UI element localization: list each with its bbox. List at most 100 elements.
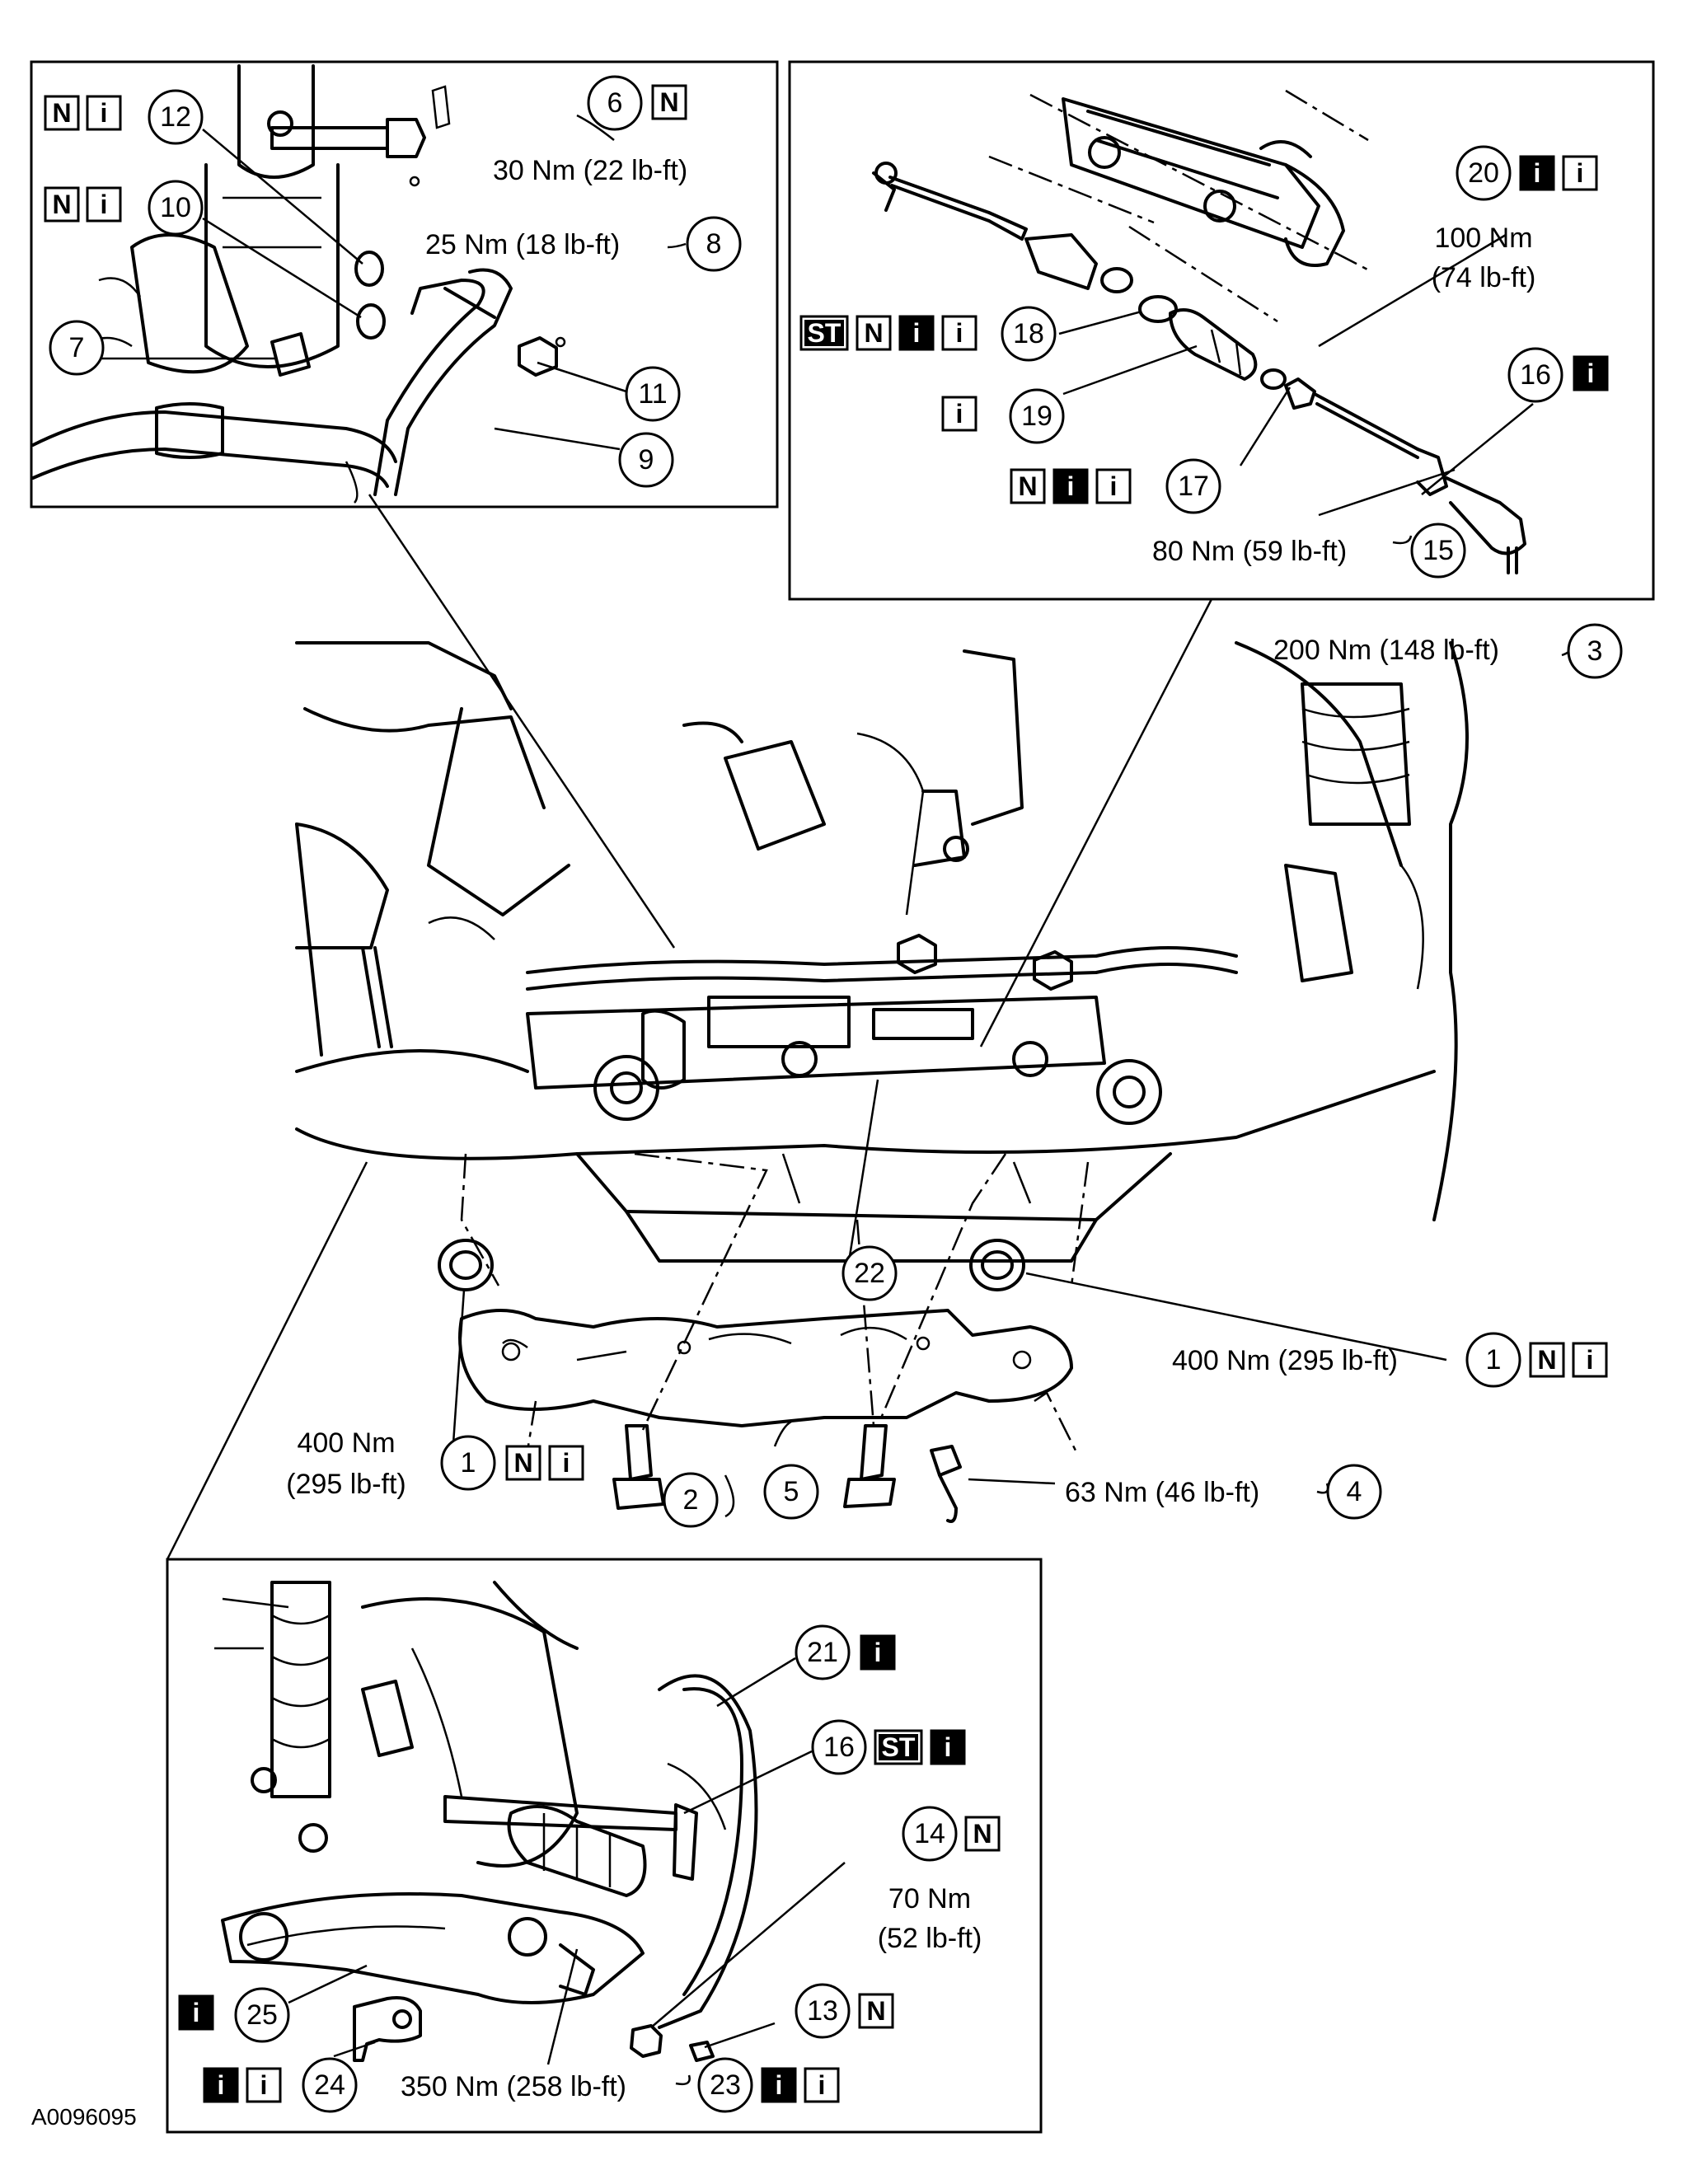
legend-16-bottom-symbols: ST i: [874, 1729, 966, 1765]
callout-1-right: 1: [1465, 1332, 1521, 1388]
callout-8: 8: [686, 216, 742, 272]
svg-text:N: N: [1537, 1345, 1556, 1375]
exploded-lower-parts-art: [438, 1152, 1090, 1523]
svg-text:i: i: [956, 399, 963, 429]
svg-text:1: 1: [1486, 1344, 1502, 1376]
legend-1-left-symbols: N i: [505, 1445, 584, 1481]
svg-text:16: 16: [1520, 359, 1551, 391]
callout-12: 12: [148, 89, 204, 145]
svg-text:ST: ST: [808, 318, 842, 348]
svg-text:16: 16: [823, 1732, 855, 1763]
callout-14: 14: [902, 1806, 958, 1862]
svg-text:i: i: [945, 1732, 952, 1762]
svg-text:i: i: [1110, 471, 1118, 501]
callout-11: 11: [625, 366, 681, 422]
callout-1-left: 1: [440, 1435, 496, 1491]
svg-text:23: 23: [710, 2069, 741, 2101]
svg-text:14: 14: [914, 1818, 945, 1849]
svg-text:N: N: [866, 1996, 885, 2026]
svg-text:i: i: [1587, 1345, 1594, 1375]
svg-text:i: i: [913, 318, 921, 348]
callout-22: 22: [842, 1245, 898, 1301]
legend-14-symbols: N: [964, 1816, 1001, 1852]
svg-text:19: 19: [1021, 401, 1052, 432]
svg-text:i: i: [776, 2070, 783, 2100]
svg-text:N: N: [52, 98, 71, 128]
svg-text:24: 24: [314, 2069, 345, 2101]
detail-frame-top-left: [30, 60, 779, 509]
svg-text:17: 17: [1178, 471, 1209, 502]
connector-line-bottom: [166, 1161, 368, 1560]
svg-text:N: N: [973, 1819, 992, 1849]
detail-frame-bottom: [166, 1558, 1043, 2134]
svg-text:N: N: [513, 1448, 532, 1478]
torque-label-1-left-line1: 400 Nm: [297, 1427, 395, 1459]
legend-16-top-symbols: i: [1573, 355, 1609, 391]
svg-text:i: i: [1067, 471, 1075, 501]
svg-text:9: 9: [639, 444, 654, 476]
legend-23-symbols: i i: [761, 2067, 840, 2103]
svg-text:i: i: [260, 2070, 268, 2100]
torque-label-20-line1: 100 Nm: [1434, 223, 1532, 254]
svg-text:i: i: [1587, 359, 1595, 388]
legend-1-right-symbols: N i: [1529, 1342, 1608, 1378]
leaders-bottom: [288, 1657, 846, 2086]
svg-text:3: 3: [1587, 635, 1603, 667]
svg-text:2: 2: [683, 1484, 699, 1516]
leaders-top-left: [97, 114, 687, 451]
svg-text:i: i: [874, 1638, 882, 1667]
torque-label-1-right: 400 Nm (295 lb-ft): [1172, 1345, 1398, 1376]
svg-text:20: 20: [1468, 157, 1499, 189]
callout-18: 18: [1001, 306, 1057, 362]
connector-line-top-left: [368, 494, 676, 949]
svg-text:13: 13: [807, 1995, 838, 2027]
torque-label-4: 63 Nm (46 lb-ft): [1065, 1477, 1259, 1508]
legend-6-symbols: N: [651, 84, 687, 120]
callout-19: 19: [1009, 388, 1065, 444]
svg-text:22: 22: [854, 1258, 885, 1289]
legend-17-symbols: N i i: [1010, 468, 1132, 504]
torque-label-3: 200 Nm (148 lb-ft): [1273, 635, 1499, 666]
svg-text:ST: ST: [882, 1732, 916, 1762]
callout-2: 2: [663, 1472, 719, 1528]
stabilizer-bar-link-detail-art: [31, 64, 566, 504]
torque-label-15: 80 Nm (59 lb-ft): [1152, 536, 1347, 567]
svg-text:i: i: [101, 98, 108, 128]
svg-text:i: i: [101, 190, 108, 219]
svg-text:11: 11: [638, 378, 667, 410]
svg-text:N: N: [52, 190, 71, 219]
callout-5: 5: [763, 1464, 819, 1520]
callout-4: 4: [1326, 1464, 1382, 1520]
callout-16-bottom: 16: [811, 1719, 867, 1775]
callout-7: 7: [49, 320, 105, 376]
callout-9: 9: [618, 432, 674, 488]
callout-17: 17: [1165, 458, 1221, 514]
callout-20: 20: [1456, 145, 1512, 201]
legend-25-symbols: i: [178, 1994, 214, 2031]
svg-text:8: 8: [706, 228, 722, 260]
svg-text:10: 10: [160, 192, 191, 223]
callout-25: 25: [234, 1987, 290, 2043]
legend-20-symbols: i i: [1519, 155, 1598, 191]
callout-6: 6: [587, 75, 643, 131]
legend-18-symbols: ST N i i: [799, 315, 977, 351]
callout-21: 21: [795, 1624, 851, 1680]
svg-text:7: 7: [69, 332, 85, 363]
torque-label-8: 25 Nm (18 lb-ft): [425, 229, 620, 260]
legend-12-symbols: N i: [44, 95, 122, 131]
legend-24-symbols: i i: [203, 2067, 282, 2103]
svg-text:18: 18: [1013, 318, 1044, 349]
svg-text:i: i: [818, 2070, 826, 2100]
callout-13: 13: [795, 1983, 851, 2039]
torque-label-1-left-line2: (295 lb-ft): [286, 1469, 406, 1500]
connector-line-top-right: [979, 598, 1213, 1047]
torque-label-23: 350 Nm (258 lb-ft): [401, 2071, 626, 2102]
torque-label-6: 30 Nm (22 lb-ft): [493, 155, 687, 186]
svg-text:25: 25: [246, 1999, 278, 2031]
figure-id: A0096095: [31, 2104, 137, 2130]
svg-text:i: i: [1534, 158, 1541, 188]
legend-19-symbols: i: [941, 396, 977, 432]
svg-text:5: 5: [784, 1476, 799, 1507]
leaders-top-right: [1058, 233, 1534, 545]
